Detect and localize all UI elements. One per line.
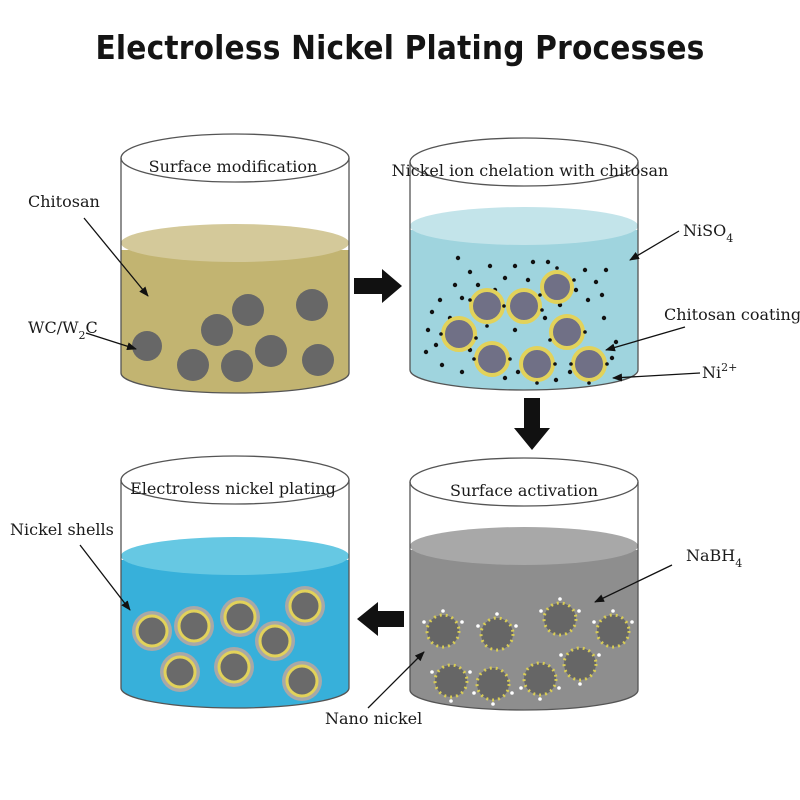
annotation-niso4: NiSO4 [683, 221, 733, 245]
wc-particle [255, 335, 287, 367]
nickel-ions [423, 255, 619, 383]
activated-particle [433, 663, 469, 699]
nickel-shell-particle [255, 621, 295, 661]
beaker-electroless-plating: Electroless nickel plating Nickel shells [10, 455, 350, 709]
activated-particle [475, 666, 511, 702]
beaker-label: Electroless nickel plating [130, 479, 336, 498]
coated-particle [519, 346, 555, 382]
ni-ion [429, 309, 435, 315]
ni-ion [433, 342, 439, 348]
nickel-shell-particle [160, 652, 200, 692]
ni-ion [455, 255, 461, 261]
ni-ion [437, 297, 443, 303]
ni-ion [553, 377, 559, 383]
ni-ion [530, 259, 536, 265]
ni-ion [512, 327, 518, 333]
wc-particle [302, 344, 334, 376]
ni-ion [475, 282, 481, 288]
beaker-surface-activation: Surface activation NaBH4 Nano nickel [325, 457, 742, 728]
ni-ion [487, 263, 493, 269]
activated-particle [595, 613, 631, 649]
annotation-nano-nickel: Nano nickel [325, 709, 422, 728]
coated-particle [540, 270, 574, 304]
ni-ion [557, 302, 563, 308]
nickel-shell-particle [132, 611, 172, 651]
activated-particle [479, 616, 515, 652]
activated-particle [542, 601, 578, 637]
coated-particle [549, 314, 585, 350]
activated-particle [425, 613, 461, 649]
nickel-shell-particle [282, 661, 322, 701]
down-arrow-icon [514, 398, 550, 450]
nickel-shell-particles [132, 586, 325, 701]
activated-particle [562, 646, 598, 682]
coated-particle [474, 341, 510, 377]
beaker-nickel-chelation: Nickel ion chelation with chitosan NiSO4… [392, 137, 800, 391]
annotation-wc-w2c: WC/W2C [28, 318, 98, 342]
ni-ion [585, 297, 591, 303]
ni-ion [582, 267, 588, 273]
ni-ion [599, 292, 605, 298]
ni-ion [601, 315, 607, 321]
annotation-nickel-shells: Nickel shells [10, 520, 114, 539]
diagram-title: Electroless Nickel Plating Processes [95, 28, 705, 67]
ni-ion [567, 369, 573, 375]
ni-ion [525, 277, 531, 283]
right-arrow-icon [354, 269, 402, 303]
ni-ion [613, 339, 619, 345]
ni-ion [512, 263, 518, 269]
activated-particle [522, 661, 558, 697]
beaker-label: Surface modification [149, 157, 318, 176]
wc-particle [232, 294, 264, 326]
ni-ion [545, 259, 551, 265]
coated-particle [571, 346, 607, 382]
ni-ion [425, 327, 431, 333]
nickel-shell-particle [174, 606, 214, 646]
ni-ion [502, 275, 508, 281]
ni-ion [609, 355, 615, 361]
wc-particle [296, 289, 328, 321]
nano-nickel-dots [422, 597, 634, 706]
wc-particle [221, 350, 253, 382]
ni-ion [515, 369, 521, 375]
nickel-shell-particle [220, 597, 260, 637]
coated-particle [506, 288, 542, 324]
ni-ion [459, 369, 465, 375]
ni-ion [459, 295, 465, 301]
ni-ion [573, 287, 579, 293]
coated-particle [469, 288, 505, 324]
ni-ion [439, 362, 445, 368]
ni-ion [467, 269, 473, 275]
left-arrow-icon [357, 602, 404, 636]
beaker-label: Surface activation [450, 481, 598, 500]
wc-particle [132, 331, 162, 361]
coated-particle [441, 316, 477, 352]
ni-ion [452, 282, 458, 288]
nickel-shell-particle [214, 647, 254, 687]
beaker-label: Nickel ion chelation with chitosan [392, 161, 669, 180]
annotation-nabh4: NaBH4 [686, 546, 742, 570]
ni-ion [542, 315, 548, 321]
nickel-shell-particle [285, 586, 325, 626]
annotation-ni2plus: Ni2+ [702, 361, 737, 382]
annotation-chitosan: Chitosan [28, 192, 100, 211]
ni-ion [423, 349, 429, 355]
ni-ion [593, 279, 599, 285]
wc-particle [201, 314, 233, 346]
activated-particles [425, 601, 631, 702]
beaker-surface-modification: Surface modification Chitosan WC/W2C [28, 133, 350, 394]
coated-particles [441, 270, 607, 382]
annotation-chitosan-coating: Chitosan coating [664, 305, 800, 324]
wc-particle [177, 349, 209, 381]
ni-ion [502, 375, 508, 381]
ni-ion [603, 267, 609, 273]
wc-particles [132, 289, 334, 382]
